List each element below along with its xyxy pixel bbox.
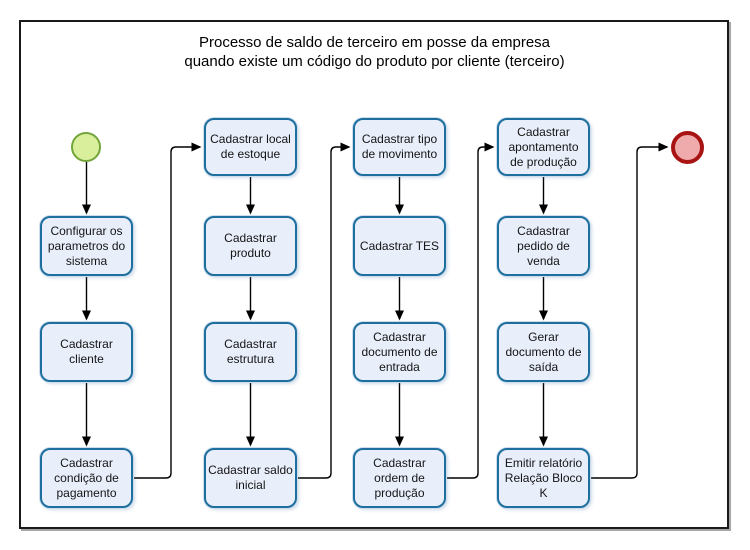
process-box-tipo-movimento: Cadastrar tipo de movimento	[353, 118, 446, 176]
process-box-documento-entrada: Cadastrar documento de entrada	[353, 322, 446, 382]
process-box-documento-saida: Gerar documento de saída	[497, 322, 590, 382]
process-box-cadastrar-estrutura: Cadastrar estrutura	[204, 322, 297, 382]
process-box-cadastrar-cliente: Cadastrar cliente	[40, 322, 133, 382]
process-box-saldo-inicial: Cadastrar saldo inicial	[204, 448, 297, 508]
process-box-configurar-parametros: Configurar os parametros do sistema	[40, 216, 133, 276]
process-box-condicao-pagamento: Cadastrar condição de pagamento	[40, 448, 133, 508]
start-event-circle	[71, 132, 101, 162]
process-box-apontamento-producao: Cadastrar apontamento de produção	[497, 118, 590, 176]
diagram-title: Processo de saldo de terceiro em posse d…	[184, 34, 565, 70]
end-event-circle	[671, 131, 704, 164]
process-box-pedido-venda: Cadastrar pedido de venda	[497, 216, 590, 276]
process-box-local-estoque: Cadastrar local de estoque	[204, 118, 297, 176]
process-box-ordem-producao: Cadastrar ordem de produção	[353, 448, 446, 508]
process-box-cadastrar-tes: Cadastrar TES	[353, 216, 446, 276]
process-box-relatorio-bloco-k: Emitir relatório Relação Bloco K	[497, 448, 590, 508]
process-box-cadastrar-produto: Cadastrar produto	[204, 216, 297, 276]
